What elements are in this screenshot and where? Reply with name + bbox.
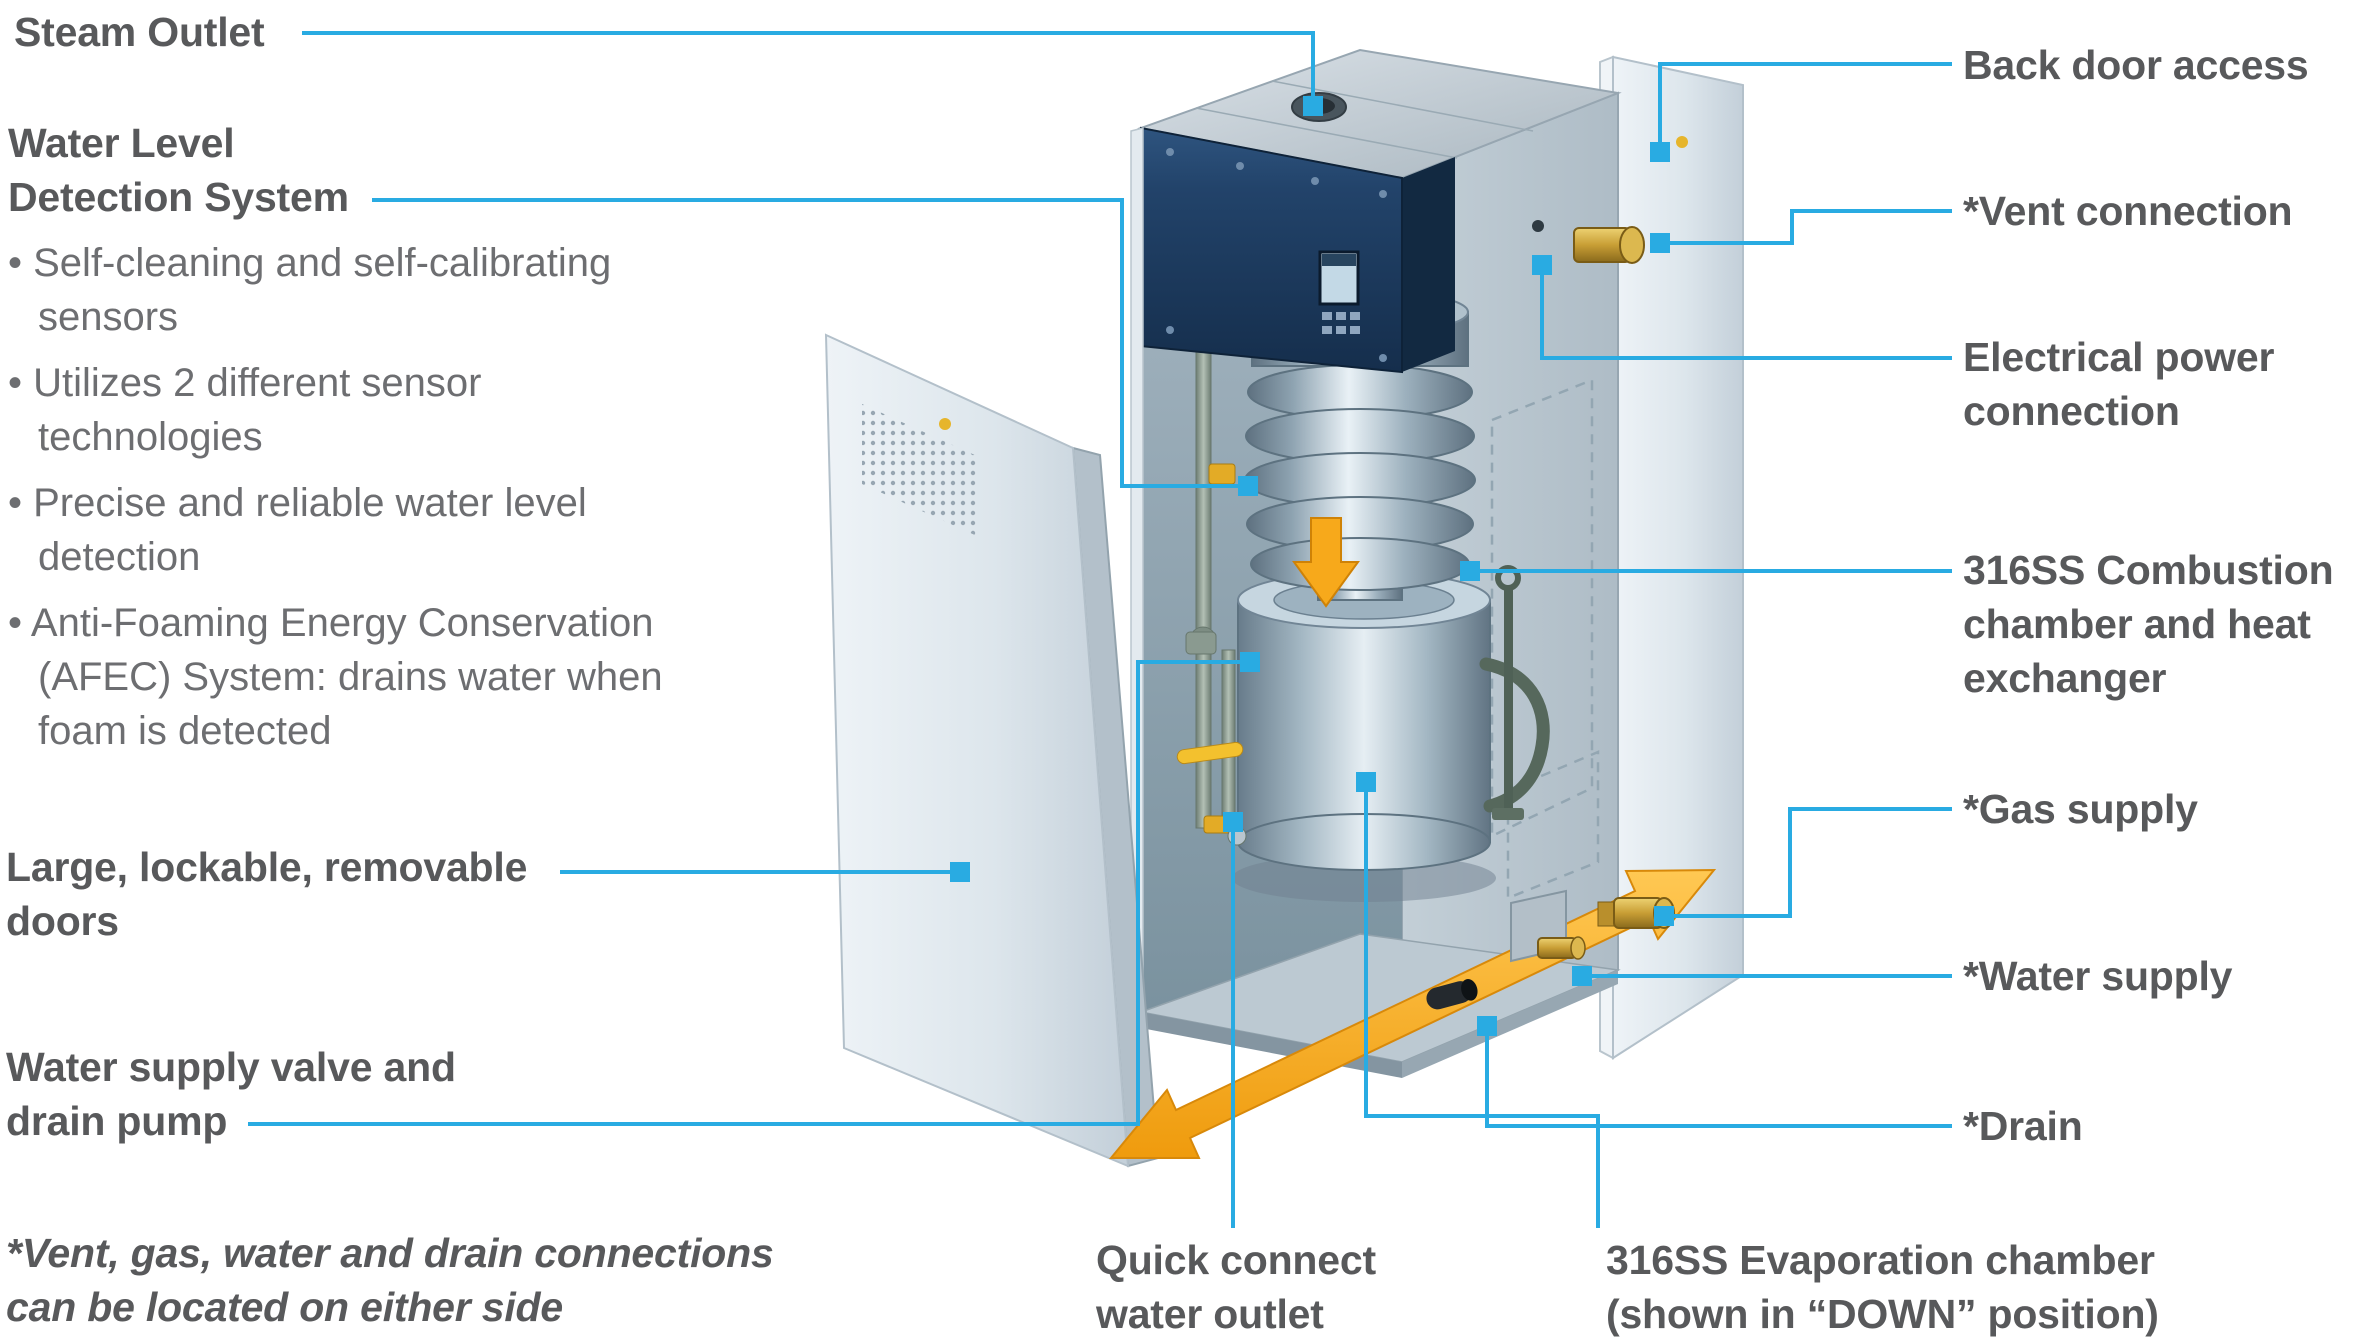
water-level-feature-list: Self-cleaning and self-calibrating senso… [8,236,788,770]
valve-handle [1176,741,1244,765]
leader-lines [248,31,1952,1228]
label-evaporation: 316SS Evaporation chamber (shown in “DOW… [1606,1237,2159,1337]
label-gas: *Gas supply [1963,786,2198,832]
label-combustion: 316SS Combustion chamber and heat exchan… [1963,547,2334,701]
drain-fitting [1426,978,1478,1010]
internal-components [1176,283,1550,902]
label-water-supply-valve: Water supply valve and drain pump [6,1044,456,1144]
door-lock [939,418,951,430]
label-vent: *Vent connection [1963,188,2293,234]
water-level-sensor-fitting [1208,463,1236,485]
leader-vent [1670,209,1952,245]
leader-electrical [1540,275,1952,360]
leader-water-level [372,198,1238,488]
panel-screw [1676,136,1688,148]
feature-item: Precise and reliable water level detecti… [8,476,788,584]
leader-steam-outlet [302,31,1315,98]
utility-connections [1426,889,1675,1010]
label-steam-outlet: Steam Outlet [14,9,265,55]
control-buttons [1322,312,1360,334]
lift-rod [1492,565,1524,820]
label-drain: *Drain [1963,1103,2083,1149]
leader-back-door [1658,62,1952,144]
label-quick-connect: Quick connect water outlet [1096,1237,1376,1337]
electrical-connection-point [1532,220,1544,232]
cabinet-side-skirt [1402,970,1618,1078]
feature-item: Anti-Foaming Energy Conservation (AFEC) … [8,596,788,758]
label-electrical: Electrical power connection [1963,334,2275,434]
leader-gas [1674,807,1952,918]
control-panel [1130,126,1455,1016]
feature-item: Utilizes 2 different sensor technologies [8,356,788,464]
leader-drain [1485,1036,1952,1128]
door-vent-perforations [862,404,977,536]
vent-connection-fitting [1573,226,1645,264]
label-water-level-title: Water Level Detection System [8,120,349,220]
label-water: *Water supply [1963,953,2233,999]
label-doors: Large, lockable, removable doors [6,844,528,944]
water-supply-fitting [1537,936,1586,960]
label-footnote: *Vent, gas, water and drain connections … [6,1230,774,1330]
feature-item: Self-cleaning and self-calibrating senso… [8,236,788,344]
hidden-component-outlines [1490,378,1600,900]
panel-screws [1166,148,1387,362]
removable-door [824,333,1160,1168]
label-back-door: Back door access [1963,42,2309,88]
leader-endpoints [950,96,1674,1036]
flow-down-arrow [1292,517,1360,608]
leader-water-supply-valve [248,660,1240,1126]
leader-evaporation [1364,792,1600,1228]
